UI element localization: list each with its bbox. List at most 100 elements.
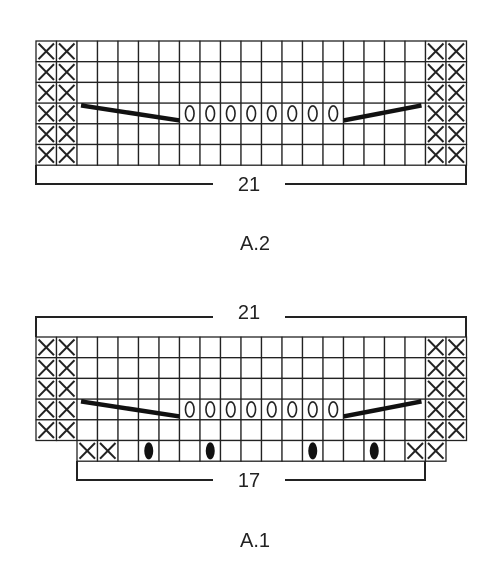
grid-cell <box>240 336 263 359</box>
grid-cell <box>158 143 181 166</box>
cross-stitch-symbol <box>447 400 465 419</box>
right-decrease-line <box>343 399 422 419</box>
yarn-over-symbol <box>307 401 318 418</box>
grid-cell <box>240 357 263 380</box>
grid-cell <box>96 123 119 146</box>
grid-cell <box>219 143 242 166</box>
bobble-symbol <box>308 442 318 460</box>
grid-cell <box>363 143 386 166</box>
grid-cell <box>137 336 160 359</box>
grid-cell <box>322 61 345 84</box>
grid-cell <box>199 143 222 166</box>
grid-cell <box>301 419 324 442</box>
grid-cell <box>158 40 181 63</box>
grid-cell <box>322 439 345 462</box>
yarn-over-symbol <box>225 105 236 122</box>
grid-cell <box>260 61 283 84</box>
grid-cell <box>322 81 345 104</box>
yarn-over-symbol <box>205 105 216 122</box>
cross-stitch-symbol <box>58 42 76 60</box>
grid-cell <box>219 439 242 462</box>
grid-cell <box>383 336 406 359</box>
grid-cell <box>240 377 263 400</box>
grid-cell <box>301 143 324 166</box>
grid-cell <box>404 123 427 146</box>
grid-cell <box>158 357 181 380</box>
grid-cell <box>137 40 160 63</box>
grid-cell <box>178 439 201 462</box>
grid-cell <box>363 357 386 380</box>
grid-cell <box>404 61 427 84</box>
cross-stitch-symbol <box>447 104 465 123</box>
grid-cell <box>342 123 365 146</box>
cross-stitch-symbol <box>37 104 55 123</box>
grid-cell <box>363 81 386 104</box>
grid-cell <box>363 377 386 400</box>
grid-cell <box>178 61 201 84</box>
cross-stitch-symbol <box>37 63 55 81</box>
grid-cell <box>117 377 140 400</box>
grid-cell <box>240 143 263 166</box>
grid-cell <box>117 336 140 359</box>
grid-cell <box>363 61 386 84</box>
yarn-over-symbol <box>328 105 339 122</box>
chart-a1-top-width-bracket <box>35 316 467 337</box>
grid-cell <box>404 357 427 380</box>
grid-cell <box>281 419 304 442</box>
cross-stitch-symbol <box>78 442 96 460</box>
grid-cell <box>301 336 324 359</box>
cross-stitch-symbol <box>99 442 117 460</box>
grid-cell <box>76 81 99 104</box>
grid-cell <box>240 419 263 442</box>
grid-cell <box>383 40 406 63</box>
grid-cell <box>404 40 427 63</box>
grid-cell <box>281 357 304 380</box>
yarn-over-symbol <box>205 401 216 418</box>
grid-cell <box>76 419 99 442</box>
cross-stitch-symbol <box>447 42 465 60</box>
chart-a1-decrease-lines <box>80 399 422 419</box>
grid-cell <box>117 439 140 462</box>
chart-a1-stitch-symbols <box>37 338 465 460</box>
grid-cell <box>96 336 119 359</box>
chart-a1-bottom-stitch-count: 17 <box>238 470 260 492</box>
cross-stitch-symbol <box>427 442 445 460</box>
grid-cell <box>322 40 345 63</box>
grid-cell <box>137 377 160 400</box>
grid-cell <box>137 357 160 380</box>
grid-cell <box>301 377 324 400</box>
grid-cell <box>137 143 160 166</box>
cross-stitch-symbol <box>427 42 445 60</box>
grid-cell <box>404 143 427 166</box>
cross-stitch-symbol <box>427 359 445 377</box>
grid-cell <box>240 81 263 104</box>
grid-cell <box>281 123 304 146</box>
grid-cell <box>199 40 222 63</box>
grid-cell <box>137 419 160 442</box>
grid-cell <box>76 123 99 146</box>
grid-cell <box>281 143 304 166</box>
grid-cell <box>363 123 386 146</box>
cross-stitch-symbol <box>37 380 55 398</box>
grid-cell <box>178 143 201 166</box>
grid-cell <box>76 40 99 63</box>
grid-cell <box>117 123 140 146</box>
yarn-over-symbol <box>328 401 339 418</box>
grid-cell <box>383 61 406 84</box>
cross-stitch-symbol <box>447 84 465 102</box>
cross-stitch-symbol <box>447 380 465 398</box>
cross-stitch-symbol <box>447 63 465 81</box>
grid-cell <box>137 123 160 146</box>
grid-cell <box>301 357 324 380</box>
grid-cell <box>96 377 119 400</box>
grid-cell <box>76 143 99 166</box>
grid-cell <box>219 419 242 442</box>
grid-cell <box>199 336 222 359</box>
yarn-over-symbol <box>287 401 298 418</box>
grid-cell <box>96 40 119 63</box>
grid-cell <box>322 357 345 380</box>
grid-cell <box>404 377 427 400</box>
grid-cell <box>178 336 201 359</box>
cross-stitch-symbol <box>447 421 465 439</box>
cross-stitch-symbol <box>58 400 76 419</box>
